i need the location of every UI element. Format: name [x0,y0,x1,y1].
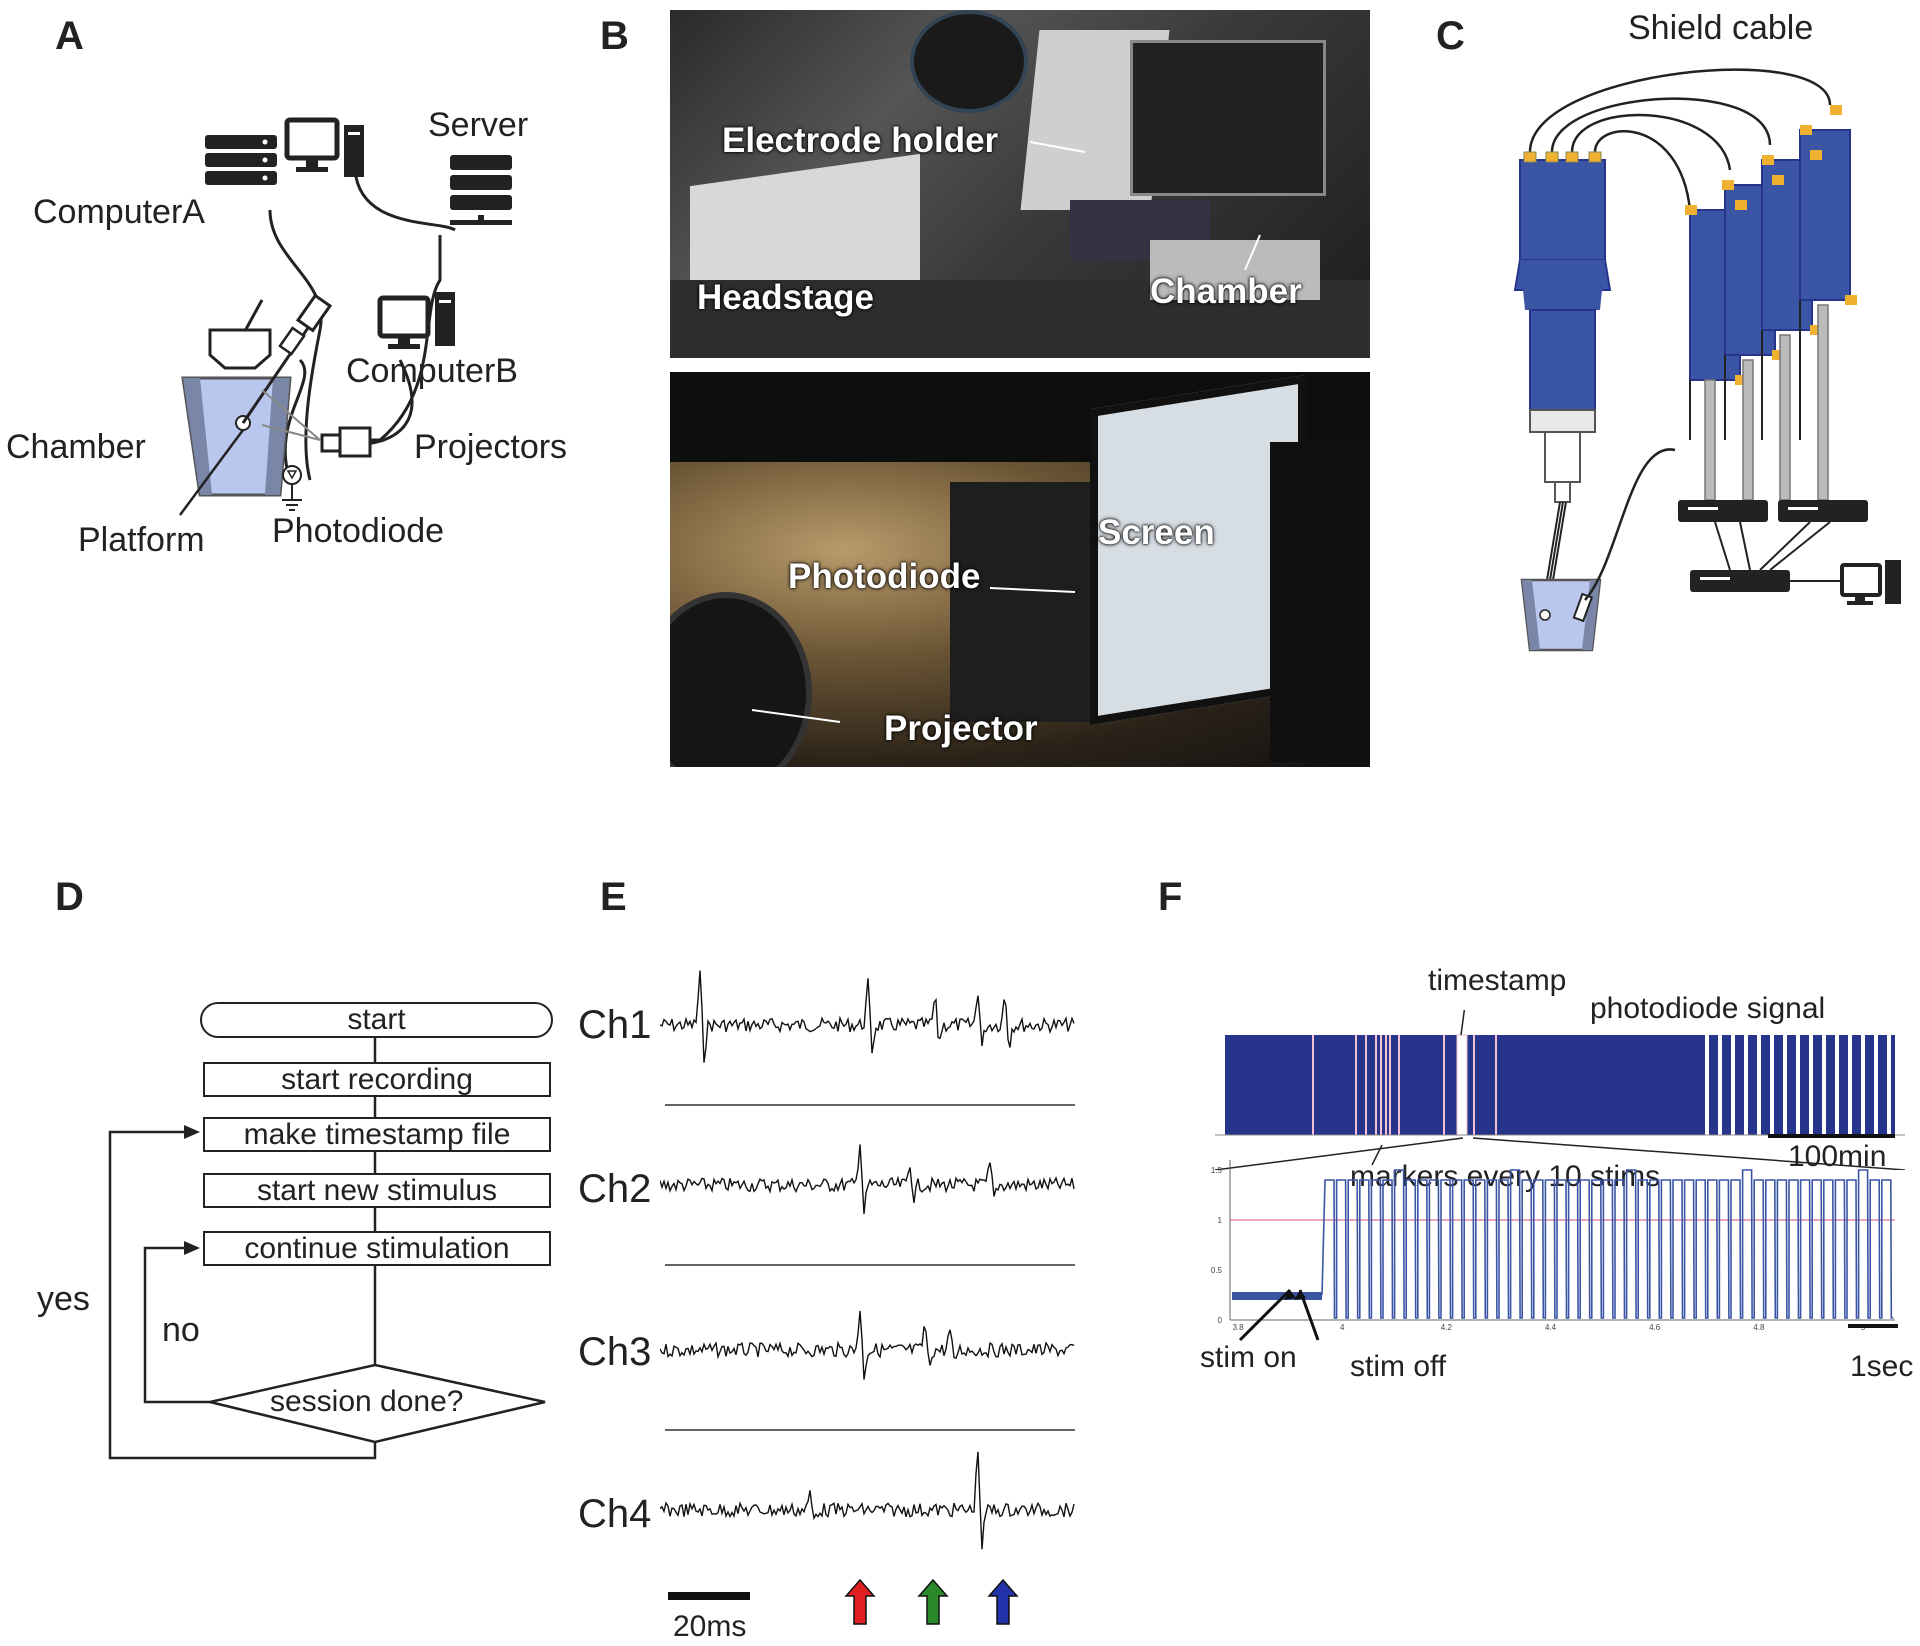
label-chamber-a: Chamber [6,428,146,466]
panel-c-diagram [1513,68,1901,652]
label-server: Server [428,106,529,144]
label-headstage: Headstage [697,278,875,317]
label-timestamp: timestamp [1428,964,1567,997]
trace-ch1 [660,970,1075,1063]
y-tick-label: 0 [1218,1316,1223,1325]
label-photodiode-signal: photodiode signal [1590,992,1826,1025]
label-photodiode-b: Photodiode [788,557,981,596]
server-icon [450,155,512,225]
label-projectors: Projectors [414,428,568,466]
channel-label: Ch2 [578,1167,652,1211]
monitor-icon-b [377,292,455,349]
ephys-traces [660,970,1075,1550]
blue-arrow-icon [987,1578,1019,1625]
trace-ch2 [660,1144,1075,1214]
decision-diamond [209,1363,546,1444]
panel-d-label: D [55,875,84,919]
trace-ch3 [660,1310,1075,1380]
label-photodiode-a: Photodiode [272,512,445,550]
timestamp-gap [1456,1034,1468,1136]
label-computer-b: ComputerB [346,352,518,390]
panel-c-label: C [1436,14,1465,58]
x-tick-label: 4.8 [1753,1323,1765,1332]
panel-b-label: B [600,14,629,58]
label-electrode-holder: Electrode holder [722,121,999,160]
label-yes: yes [37,1280,90,1318]
photo-rig-top [670,10,1370,358]
channel-label: Ch1 [578,1003,652,1047]
panel-a-diagram [178,117,512,516]
x-tick-label: 3.8 [1232,1323,1244,1332]
label-platform: Platform [78,521,205,559]
flow-start-stimulus: start new stimulus [203,1173,551,1208]
panel-a-label: A [55,14,84,58]
x-tick-label: 4.4 [1545,1323,1557,1332]
panel-e-label: E [600,875,627,919]
panel-f-label: F [1158,875,1183,919]
scale-label-100min: 100min [1788,1140,1887,1173]
channel-label: Ch4 [578,1492,652,1536]
scale-label-20ms: 20ms [673,1610,747,1643]
scale-label-1sec: 1sec [1850,1350,1914,1383]
overview-signal-fill [1225,1035,1895,1135]
label-chamber-b: Chamber [1150,272,1302,311]
x-tick-label: 4.6 [1649,1323,1661,1332]
spike-arrows [844,1578,1019,1625]
photodiode-zoom-plot: 1.510.503.844.24.44.64.85 [1211,1144,1895,1342]
server-icon-a [205,135,277,185]
y-tick-label: 1 [1218,1216,1223,1225]
scale-bar-100min [1768,1134,1895,1138]
flow-start-recording: start recording [203,1062,551,1097]
scale-bar-20ms [668,1592,750,1600]
y-tick-label: 0.5 [1211,1266,1223,1275]
label-stim-off: stim off [1350,1350,1447,1383]
label-screen: Screen [1098,513,1215,552]
label-computer-a: ComputerA [33,193,205,231]
trace-ch4 [660,1451,1075,1550]
flow-continue-stimulation: continue stimulation [203,1231,551,1266]
label-markers: markers every 10 stims [1350,1160,1661,1193]
label-stim-on: stim on [1200,1341,1297,1374]
label-no: no [162,1311,200,1349]
photo-rig-bottom [670,372,1370,767]
x-tick-label: 4 [1340,1323,1345,1332]
flow-session-done: session done? [270,1385,464,1418]
green-arrow-icon [917,1578,949,1625]
monitor-icon-a [284,117,364,177]
y-tick-label: 1.5 [1211,1166,1223,1175]
label-projector: Projector [884,709,1038,748]
flow-start: start [200,1002,553,1038]
red-arrow-icon [844,1578,876,1625]
scale-bar-1sec [1848,1324,1898,1328]
photo-leader-lines [751,141,1261,723]
channel-label: Ch3 [578,1330,652,1374]
x-tick-label: 4.2 [1441,1323,1453,1332]
flow-make-timestamp: make timestamp file [203,1117,551,1152]
label-shield-cable: Shield cable [1628,9,1814,47]
pulse-train [1321,1169,1894,1319]
